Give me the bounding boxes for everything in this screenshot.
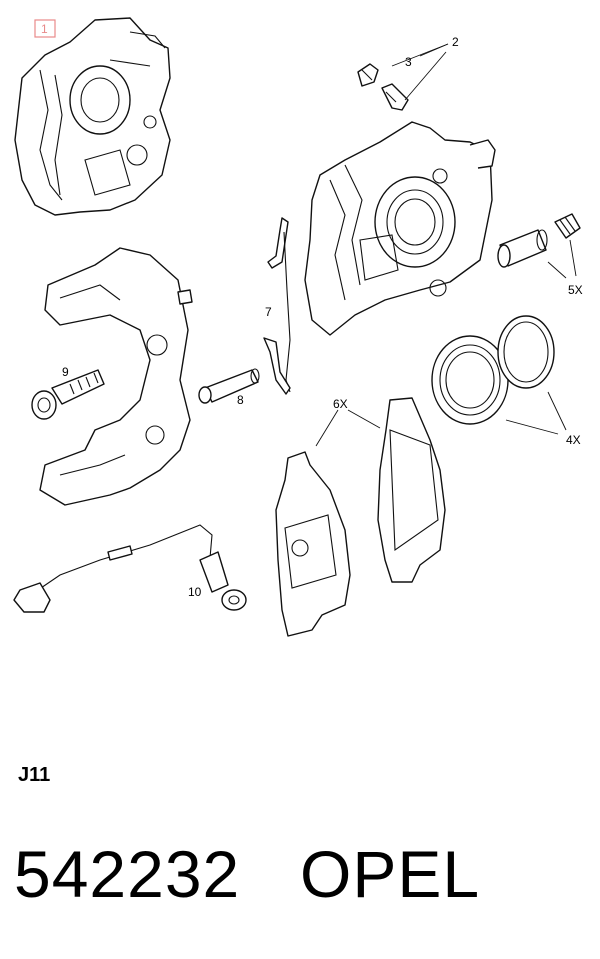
leader-4a [505,419,559,435]
caliper-carrier-bracket [39,247,193,506]
leader-6b [347,409,381,429]
part-6-brake-pad-inner [275,451,351,637]
callout-8-label: 8 [237,393,244,407]
part-4-piston [431,335,509,425]
part-5-guide-bushing [497,229,548,268]
part-4-seal-ring [497,315,555,389]
callout-4-label: 4X [566,433,581,447]
leader-4b [547,391,567,431]
leader-6a [315,409,339,447]
part-2-bleed-screw [381,83,409,111]
part-7-spring-clip-top [267,217,289,269]
part-5-dust-cap [554,213,581,239]
callout-6-label: 6X [333,397,348,411]
callout-3-label: 3 [405,55,412,69]
part-6-brake-pad-outer [377,397,446,583]
brand-name: OPEL [300,837,481,911]
leader-2a [419,43,449,57]
part-8-guide-pin [198,368,260,404]
brake-caliper-exploded-diagram: 1 3 2 7 5X [13,17,583,637]
part-7-spring-clip-wire [283,231,291,393]
callout-1-box [34,19,56,38]
leader-5a [547,261,567,279]
part-7-spring-clip-bottom [263,337,291,395]
callout-9-label: 9 [62,365,69,379]
part-3-bleed-cap [357,63,379,87]
part-1-caliper-assembly [14,17,171,216]
part-9-bolt [31,369,105,420]
callout-5-label: 5X [568,283,583,297]
part-number: 542232 [14,837,241,911]
callout-7-label: 7 [265,305,272,319]
part-10-wear-sensor [13,524,247,613]
leader-5b [569,239,577,277]
leader-2b [404,51,447,101]
callout-2-label: 2 [452,35,459,49]
callout-1-label: 1 [41,22,48,36]
diagram-code: J11 [18,764,51,786]
caliper-housing [304,121,496,336]
callout-10-label: 10 [188,585,202,599]
